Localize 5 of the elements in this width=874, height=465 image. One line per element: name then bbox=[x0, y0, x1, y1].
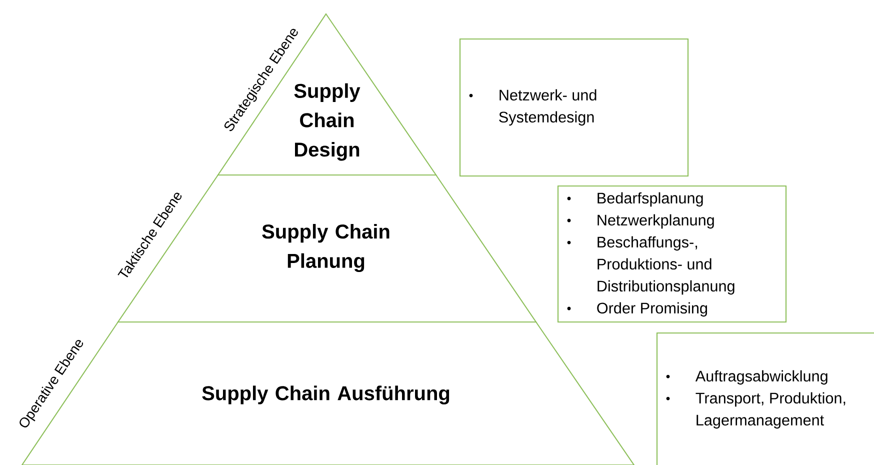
bullet-list-box: Netzwerk- und Systemdesign bbox=[459, 38, 689, 177]
node-label: Transport, Produktion, Lagermanagement bbox=[696, 392, 846, 429]
bullet-list-box: Auftragsabwicklung Transport, Produktion, Lagermanagement bbox=[656, 332, 874, 465]
node-label: Auftragsabwicklung bbox=[695, 370, 828, 385]
bullet-list-box: Bedarfsplanung Netzwerkplanung Beschaffungs-, Produktions- und Distributionsplanung Order Promising bbox=[557, 185, 787, 323]
